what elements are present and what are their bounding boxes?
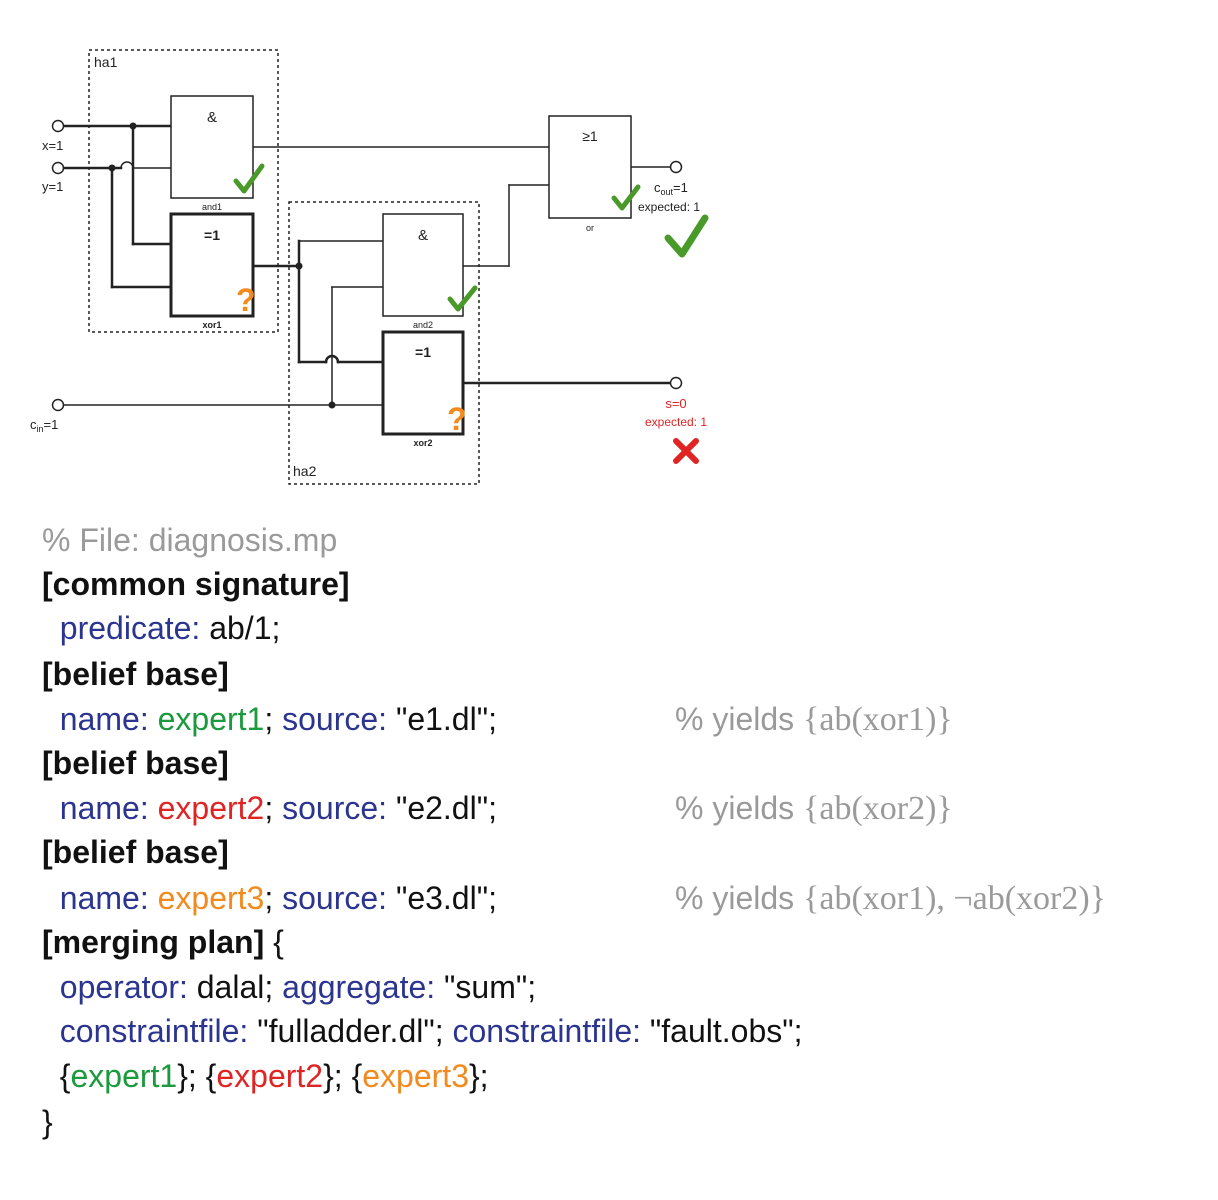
gate-or: ≥1 or — [548, 115, 632, 233]
closing-brace: } — [42, 1104, 53, 1140]
svg-text:&: & — [418, 227, 428, 244]
error-cross-icon — [673, 438, 699, 464]
expert-set-line: {expert1}; {expert2}; {expert3}; — [42, 1058, 489, 1094]
file-comment: % File: diagnosis.mp — [42, 522, 338, 558]
section-belief-base: [belief base] — [42, 656, 229, 692]
junction-dot — [328, 401, 336, 409]
gate-xor1: =1 xor1 — [169, 212, 255, 330]
section-belief-base: [belief base] — [42, 745, 229, 781]
section-common-signature: [common signature] — [42, 566, 350, 602]
gate-and1: & and1 — [170, 95, 254, 212]
svg-text:=1: =1 — [204, 227, 220, 243]
predicate-value: ab/1; — [200, 610, 281, 646]
input-cin-label: cin=1 — [30, 417, 58, 434]
ha1-group-label: ha1 — [94, 54, 118, 70]
svg-text:=1: =1 — [415, 344, 431, 360]
check-mark-icon — [447, 285, 478, 312]
check-mark-icon — [611, 184, 641, 211]
output-cout-terminal — [669, 160, 683, 174]
ha1-group-box — [88, 49, 279, 333]
belief-base-line-expert2: name: expert2; source: "e2.dl"; — [59, 790, 497, 826]
yields-comment-expert2: % yields {ab(xor2)} — [675, 790, 953, 827]
ha2-group-label: ha2 — [293, 463, 317, 479]
input-y-label: y=1 — [42, 179, 63, 194]
unknown-status-icon: ? — [236, 282, 256, 318]
section-merging-plan: [merging plan] { — [42, 924, 284, 960]
ha2-group-box — [288, 201, 480, 485]
junction-dot — [295, 262, 303, 270]
input-x-label: x=1 — [42, 138, 63, 153]
svg-text:xor2: xor2 — [413, 438, 432, 448]
gate-xor2: =1 xor2 — [381, 330, 465, 448]
svg-text:or: or — [586, 223, 594, 233]
check-mark-icon — [233, 163, 265, 194]
belief-base-line-expert1: name: expert1; source: "e1.dl"; — [59, 701, 497, 737]
expert2-name: expert2 — [157, 790, 265, 826]
unknown-status-icon: ? — [447, 401, 467, 437]
svg-text:xor1: xor1 — [202, 320, 221, 330]
large-check-mark-icon — [664, 214, 709, 258]
svg-text:&: & — [207, 109, 217, 126]
yields-comment-expert1: % yields {ab(xor1)} — [675, 701, 953, 738]
svg-text:≥1: ≥1 — [582, 128, 598, 144]
section-belief-base: [belief base] — [42, 834, 229, 870]
expert1-name: expert1 — [157, 701, 265, 737]
predicate-line: predicate: ab/1; — [42, 608, 281, 648]
output-cout-label: cout=1 — [654, 180, 688, 197]
junction-dot — [108, 164, 116, 172]
input-y-terminal — [51, 161, 65, 175]
svg-text:and1: and1 — [202, 202, 222, 212]
input-cin-terminal — [51, 398, 65, 412]
gate-and2: & and2 — [382, 213, 464, 330]
yields-comment-expert3: % yields {ab(xor1), ¬ab(xor2)} — [675, 880, 1106, 917]
svg-text:and2: and2 — [413, 320, 433, 330]
expert3-name: expert3 — [157, 880, 265, 916]
output-s-label: s=0 — [665, 396, 686, 411]
output-cout-expected: expected: 1 — [638, 200, 700, 214]
constraintfile-line: constraintfile: "fulladder.dl"; constrai… — [59, 1013, 803, 1049]
output-s-expected: expected: 1 — [645, 415, 707, 429]
full-adder-circuit-diagram: ha1 ha2 x=1 y=1 cin=1 — [30, 49, 709, 485]
predicate-keyword: predicate: — [59, 610, 201, 646]
belief-base-line-expert3: name: expert3; source: "e3.dl"; — [59, 880, 497, 916]
operator-line: operator: dalal; aggregate: "sum"; — [59, 969, 537, 1005]
input-x-terminal — [51, 119, 65, 133]
junction-dot — [129, 122, 137, 130]
output-s-terminal — [669, 376, 683, 390]
